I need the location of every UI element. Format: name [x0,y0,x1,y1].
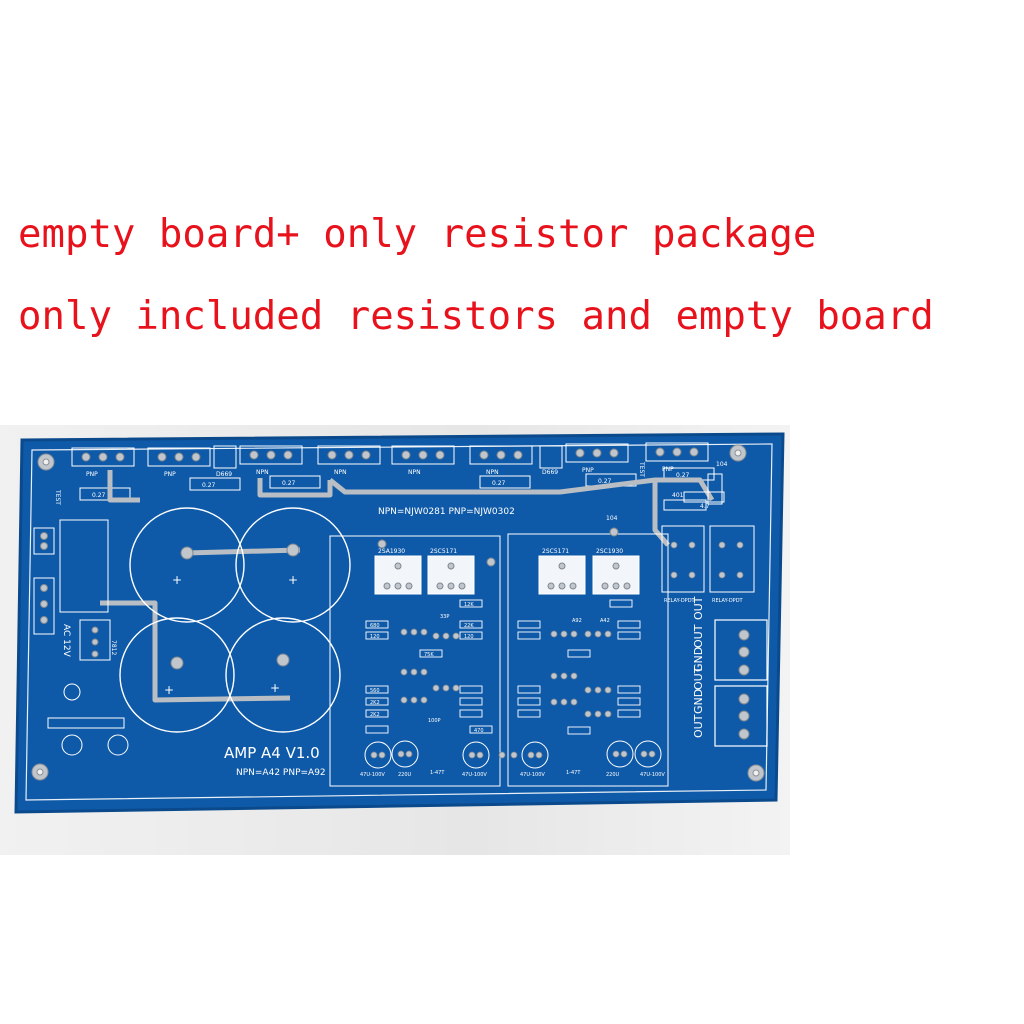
res-027-5: 0.27 [598,478,612,485]
res-027-6: 0.27 [676,472,690,479]
res-22k: 22K [464,623,474,629]
cap-label-8: 47U-100V [640,772,665,778]
cap-label-4: 47U-100V [462,772,487,778]
cap-100p: 100P [428,718,441,724]
relay-label-1: RELAY-DPDT [664,598,696,604]
reg-label: 7812 [110,640,117,655]
relay-label-2: RELAY-DPDT [712,598,744,604]
test-label-right: TEST [638,461,645,477]
caption-line-1: empty board+ only resistor package [18,212,817,257]
test-label-left: TEST [54,489,61,505]
top-label-9: PNP [582,467,594,474]
copper-traces [100,470,715,703]
top-label-3: D669 [216,471,232,478]
njw-label: NPN=NJW0281 PNP=NJW0302 [378,507,515,517]
top-label-10: PNP [662,466,674,473]
top-label-6: NPN [408,469,421,476]
term-gnd-1: GND [692,647,705,672]
ac-label: AC 12V [61,624,71,658]
model-label: AMP A4 V1.0 [224,744,320,762]
top-label-7: NPN [486,469,499,476]
res-027-4: 0.27 [492,480,506,487]
top-transistor-row [71,442,709,469]
cap-label-3: 1-47T [430,770,445,776]
res-560: 560 [370,688,380,694]
svg-text:+: + [270,681,280,695]
res-027-2: 0.27 [202,482,216,489]
npn-pnp-a42: NPN=A42 PNP=A92 [236,768,326,778]
top-label-4: NPN [256,469,269,476]
small-label-104: 104 [606,515,618,522]
term-out-3: OUT [692,714,705,738]
label-a42: A42 [600,618,610,624]
top-label-5: NPN [334,469,347,476]
top-label-8: D669 [542,469,558,476]
res-2k2: 2K2 [370,700,380,706]
filter-capacitors [119,507,351,733]
small-label-104b: 104 [716,461,728,468]
cap-label-2: 220U [398,772,412,778]
transistor-4: 2SC1930 [596,548,623,555]
mounting-holes [31,444,765,782]
res-2k2b: 2K2 [370,712,380,718]
term-out-2: OUT [692,596,705,620]
svg-text:+: + [172,573,182,587]
small-label-401: 401 [672,492,684,499]
transistor-1: 2SA1930 [378,548,405,555]
res-027-1: 0.27 [92,492,106,499]
res-680: 680 [370,623,380,629]
res-12k: 12K [464,602,474,608]
term-gnd-2: GND [692,689,705,714]
caption-line-2: only included resistors and empty board [18,294,934,339]
cap-label-7: 220U [606,772,620,778]
transistor-2: 2SC5171 [430,548,457,555]
cap-33p: 33P [440,614,449,620]
svg-text:+: + [288,573,298,587]
label-a92: A92 [572,618,582,624]
term-out-1: OUT [692,624,705,648]
res-470: 470 [474,728,484,734]
cap-label-5: 47U-100V [520,772,545,778]
top-label-1: PNP [86,471,98,478]
cap-label-1: 47U-100V [360,772,385,778]
res-120: 120 [370,634,380,640]
res-120b: 120 [464,634,474,640]
svg-text:+: + [164,683,174,697]
small-label-47: 4.7 [700,503,710,510]
term-out-4: OUT [692,666,705,690]
top-label-2: PNP [164,471,176,478]
transistor-3: 2SC5171 [542,548,569,555]
pcb-mask [16,434,783,812]
cap-label-6: 1-47T [566,770,581,776]
res-027-3: 0.27 [282,480,296,487]
res-75k: 75K [424,652,434,658]
